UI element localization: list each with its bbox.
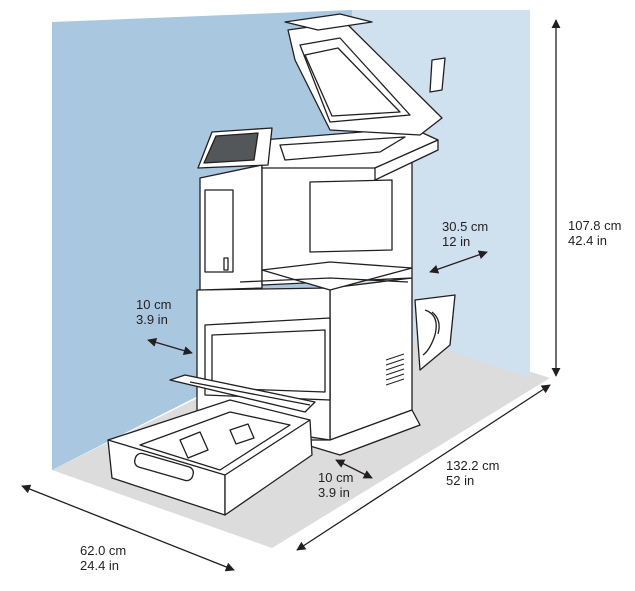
touchscreen <box>203 132 259 164</box>
rear-clearance-metric: 30.5 cm <box>442 219 489 234</box>
depth-imperial: 52 in <box>446 473 475 488</box>
document-feeder-tray <box>284 13 373 31</box>
height-metric: 107.8 cm <box>568 218 622 233</box>
rear-clearance-imperial: 12 in <box>442 234 471 249</box>
front-clearance-metric: 10 cm <box>318 470 354 485</box>
height-imperial: 42.4 in <box>568 233 608 248</box>
front-clearance-label: 10 cm 3.9 in <box>318 470 353 500</box>
front-clearance-imperial: 3.9 in <box>318 485 350 500</box>
depth-label: 132.2 cm 52 in <box>446 458 499 488</box>
width-imperial: 24.4 in <box>80 558 120 573</box>
side-clearance-label: 10 cm 3.9 in <box>136 297 171 327</box>
width-arrow <box>21 484 235 572</box>
depth-arrow <box>296 384 551 551</box>
side-clearance-metric: 10 cm <box>136 297 172 312</box>
dimension-lines <box>21 19 561 572</box>
side-clearance-imperial: 3.9 in <box>136 312 168 327</box>
rear-clearance-label: 30.5 cm 12 in <box>442 219 488 249</box>
width-metric: 62.0 cm <box>80 543 127 558</box>
width-label: 62.0 cm 24.4 in <box>80 543 126 573</box>
depth-metric: 132.2 cm <box>446 458 500 473</box>
rear-clearance-arrow <box>429 250 488 274</box>
height-label: 107.8 cm 42.4 in <box>568 218 621 248</box>
side-clearance-arrow <box>147 337 193 356</box>
vent-grille <box>385 353 405 386</box>
